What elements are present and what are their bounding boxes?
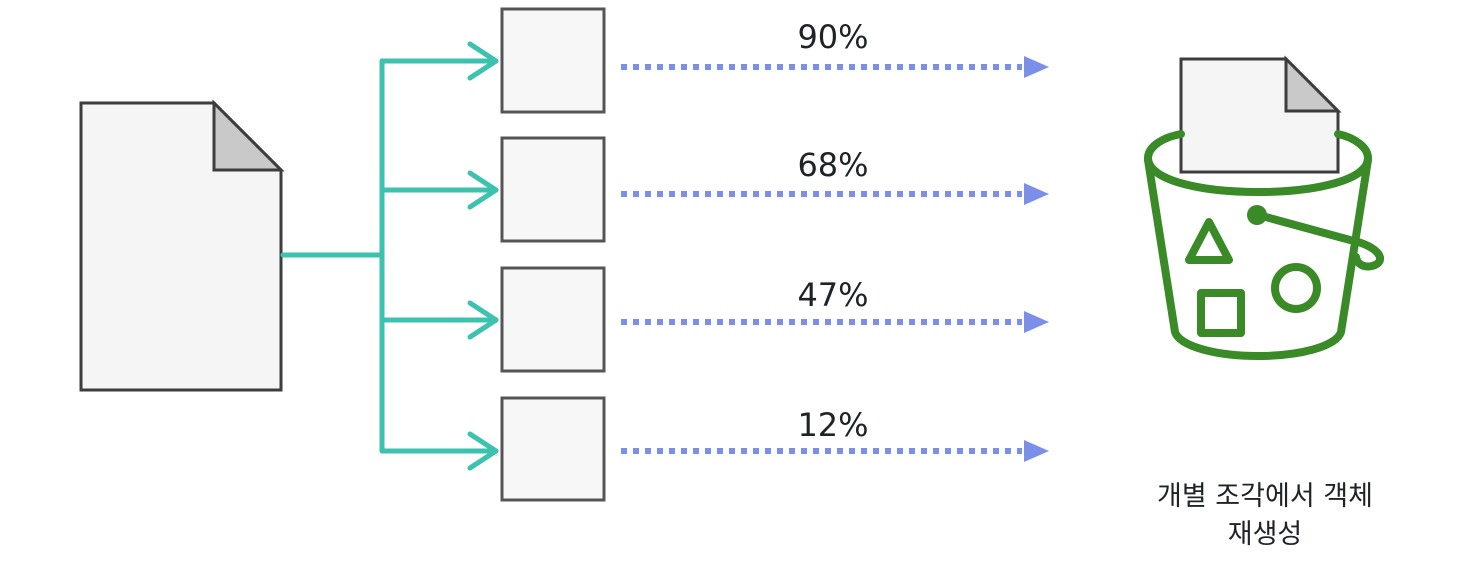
- arrowhead-icon: [1024, 440, 1049, 462]
- arrowhead-icon: [467, 300, 499, 340]
- caption-line-2: 재생성: [1227, 519, 1303, 550]
- fragment-percent-label: 12%: [797, 406, 868, 444]
- fragment-percent-label: 47%: [797, 276, 868, 314]
- fragment-branch-3: [379, 300, 499, 340]
- fragment-box: [500, 136, 606, 243]
- arrowhead-icon: [467, 431, 499, 471]
- arrowhead-icon: [1024, 56, 1049, 78]
- percent-labels: 90% 68% 47% 12%: [797, 18, 868, 444]
- fragment-percent-label: 90%: [797, 18, 868, 56]
- square-shape-icon: [1197, 289, 1245, 337]
- circle-shape-icon: [1271, 263, 1321, 313]
- source-document-body: [79, 101, 283, 392]
- dotted-arrow: [621, 311, 1049, 333]
- reconstructed-document-icon: [1179, 55, 1342, 174]
- document-icon: [79, 99, 285, 392]
- triangle-shape-icon: [1185, 218, 1233, 264]
- arrowhead-icon: [467, 41, 499, 81]
- fragment-box: [500, 7, 606, 114]
- fragment-branch-2: [379, 170, 499, 210]
- fragment-branch-1: [379, 41, 499, 81]
- caption-line-1: 개별 조각에서 객체: [1157, 481, 1373, 512]
- bucket-rim: [1144, 130, 1372, 196]
- dotted-arrows: [621, 56, 1049, 462]
- fragment-branch-4: [379, 431, 499, 471]
- fragment-boxes: [500, 7, 606, 502]
- bucket-caption: 개별 조각에서 객체 재생성: [1100, 478, 1430, 554]
- fragment-box: [500, 266, 606, 373]
- dotted-arrow: [621, 56, 1049, 78]
- bucket-handle-knob: [1247, 205, 1267, 225]
- source-document-fold: [212, 99, 285, 172]
- arrowhead-icon: [1024, 183, 1049, 205]
- arrowhead-icon: [1024, 311, 1049, 333]
- bucket-body: [1144, 156, 1372, 360]
- dotted-arrow: [621, 440, 1049, 462]
- fragment-percent-label: 68%: [797, 146, 868, 184]
- arrowhead-icon: [467, 170, 499, 210]
- fragment-box: [500, 396, 606, 502]
- bucket-handle: [1258, 212, 1384, 271]
- storage-bucket-icon: [1144, 55, 1384, 360]
- split-connector: [280, 41, 499, 471]
- dotted-arrow: [621, 183, 1049, 205]
